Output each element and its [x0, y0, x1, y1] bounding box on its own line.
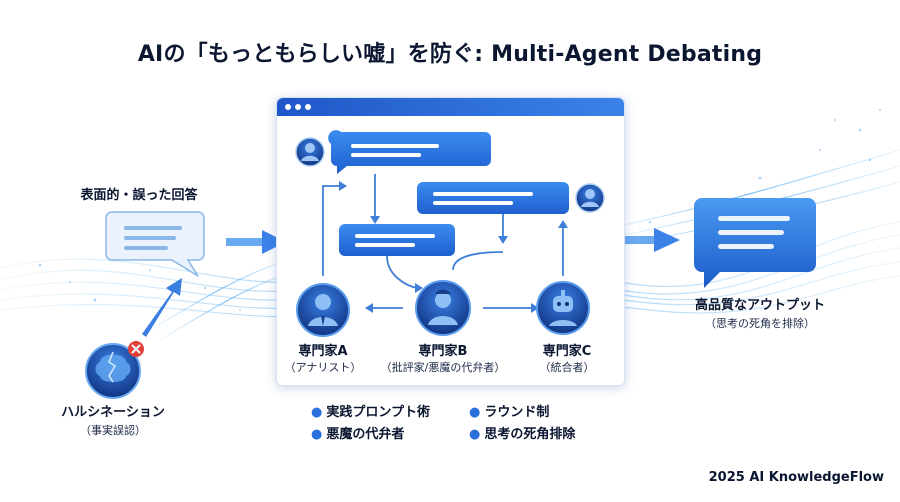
bullet-icon: ●	[311, 405, 323, 420]
expert-a-avatar-icon	[296, 283, 350, 337]
bullet-icon: ●	[311, 427, 323, 442]
right-flow-arrow-icon	[606, 228, 680, 252]
debate-window: 専門家A （アナリスト） 専門家B （批評家/悪魔の代弁者） 専門家C （統合者…	[276, 97, 625, 386]
footer-credit: 2025 AI KnowledgeFlow	[708, 470, 884, 485]
window-dots-icon	[305, 104, 311, 110]
input-bubble-icon	[105, 211, 205, 277]
hallucination-label: ハルシネーション	[61, 405, 165, 420]
error-x-icon	[128, 341, 144, 357]
expert-b-sub: （批評家/悪魔の代弁者）	[380, 361, 506, 374]
technique-list-right: ●ラウンド制 ●思考の死角排除	[469, 402, 619, 446]
technique-label: 思考の死角排除	[484, 427, 576, 442]
page-title: AIの「もっともらしい嘘」を防ぐ: Multi-Agent Debating	[137, 42, 763, 67]
output-sub: （思考の死角を排除）	[705, 317, 815, 330]
window-titlebar	[277, 98, 624, 116]
technique-label: 悪魔の代弁者	[326, 427, 405, 442]
hallucination-sub: （事実誤認）	[80, 424, 146, 437]
left-flow-arrow-icon	[226, 230, 286, 254]
robot-icon	[536, 281, 590, 335]
list-item: ●悪魔の代弁者	[311, 424, 461, 446]
chat-bubble-icon	[417, 182, 569, 214]
expert-b-avatar-icon	[415, 280, 471, 336]
expert-a-label: 専門家A	[298, 344, 348, 359]
list-item: ●ラウンド制	[469, 402, 619, 424]
technique-label: 実践プロンプト術	[326, 405, 430, 420]
window-dots-icon	[285, 104, 291, 110]
technique-label: ラウンド制	[484, 405, 550, 420]
list-item: ●実践プロンプト術	[311, 402, 461, 424]
expert-b-label: 専門家B	[418, 344, 468, 359]
input-label: 表面的・誤った回答	[80, 188, 198, 203]
avatar-icon	[575, 183, 605, 213]
bullet-icon: ●	[469, 405, 481, 420]
expert-c-label: 専門家C	[542, 344, 592, 359]
window-dots-icon	[295, 104, 301, 110]
up-arrow-icon	[142, 278, 182, 337]
chat-bubble-icon	[328, 130, 491, 174]
avatar-icon	[295, 137, 325, 167]
output-label: 高品質なアウトプット	[694, 298, 825, 313]
expert-a-sub: （アナリスト）	[284, 361, 362, 374]
bullet-icon: ●	[469, 427, 481, 442]
chat-bubble-icon	[339, 224, 455, 256]
technique-list-left: ●実践プロンプト術 ●悪魔の代弁者	[311, 402, 461, 446]
expert-c-sub: （統合者）	[539, 361, 595, 374]
debate-flow-graphics	[295, 130, 605, 337]
arrow-head-icon	[339, 181, 568, 313]
list-item: ●思考の死角排除	[469, 424, 619, 446]
brain-icon	[85, 343, 141, 399]
output-bubble-icon	[694, 198, 816, 288]
